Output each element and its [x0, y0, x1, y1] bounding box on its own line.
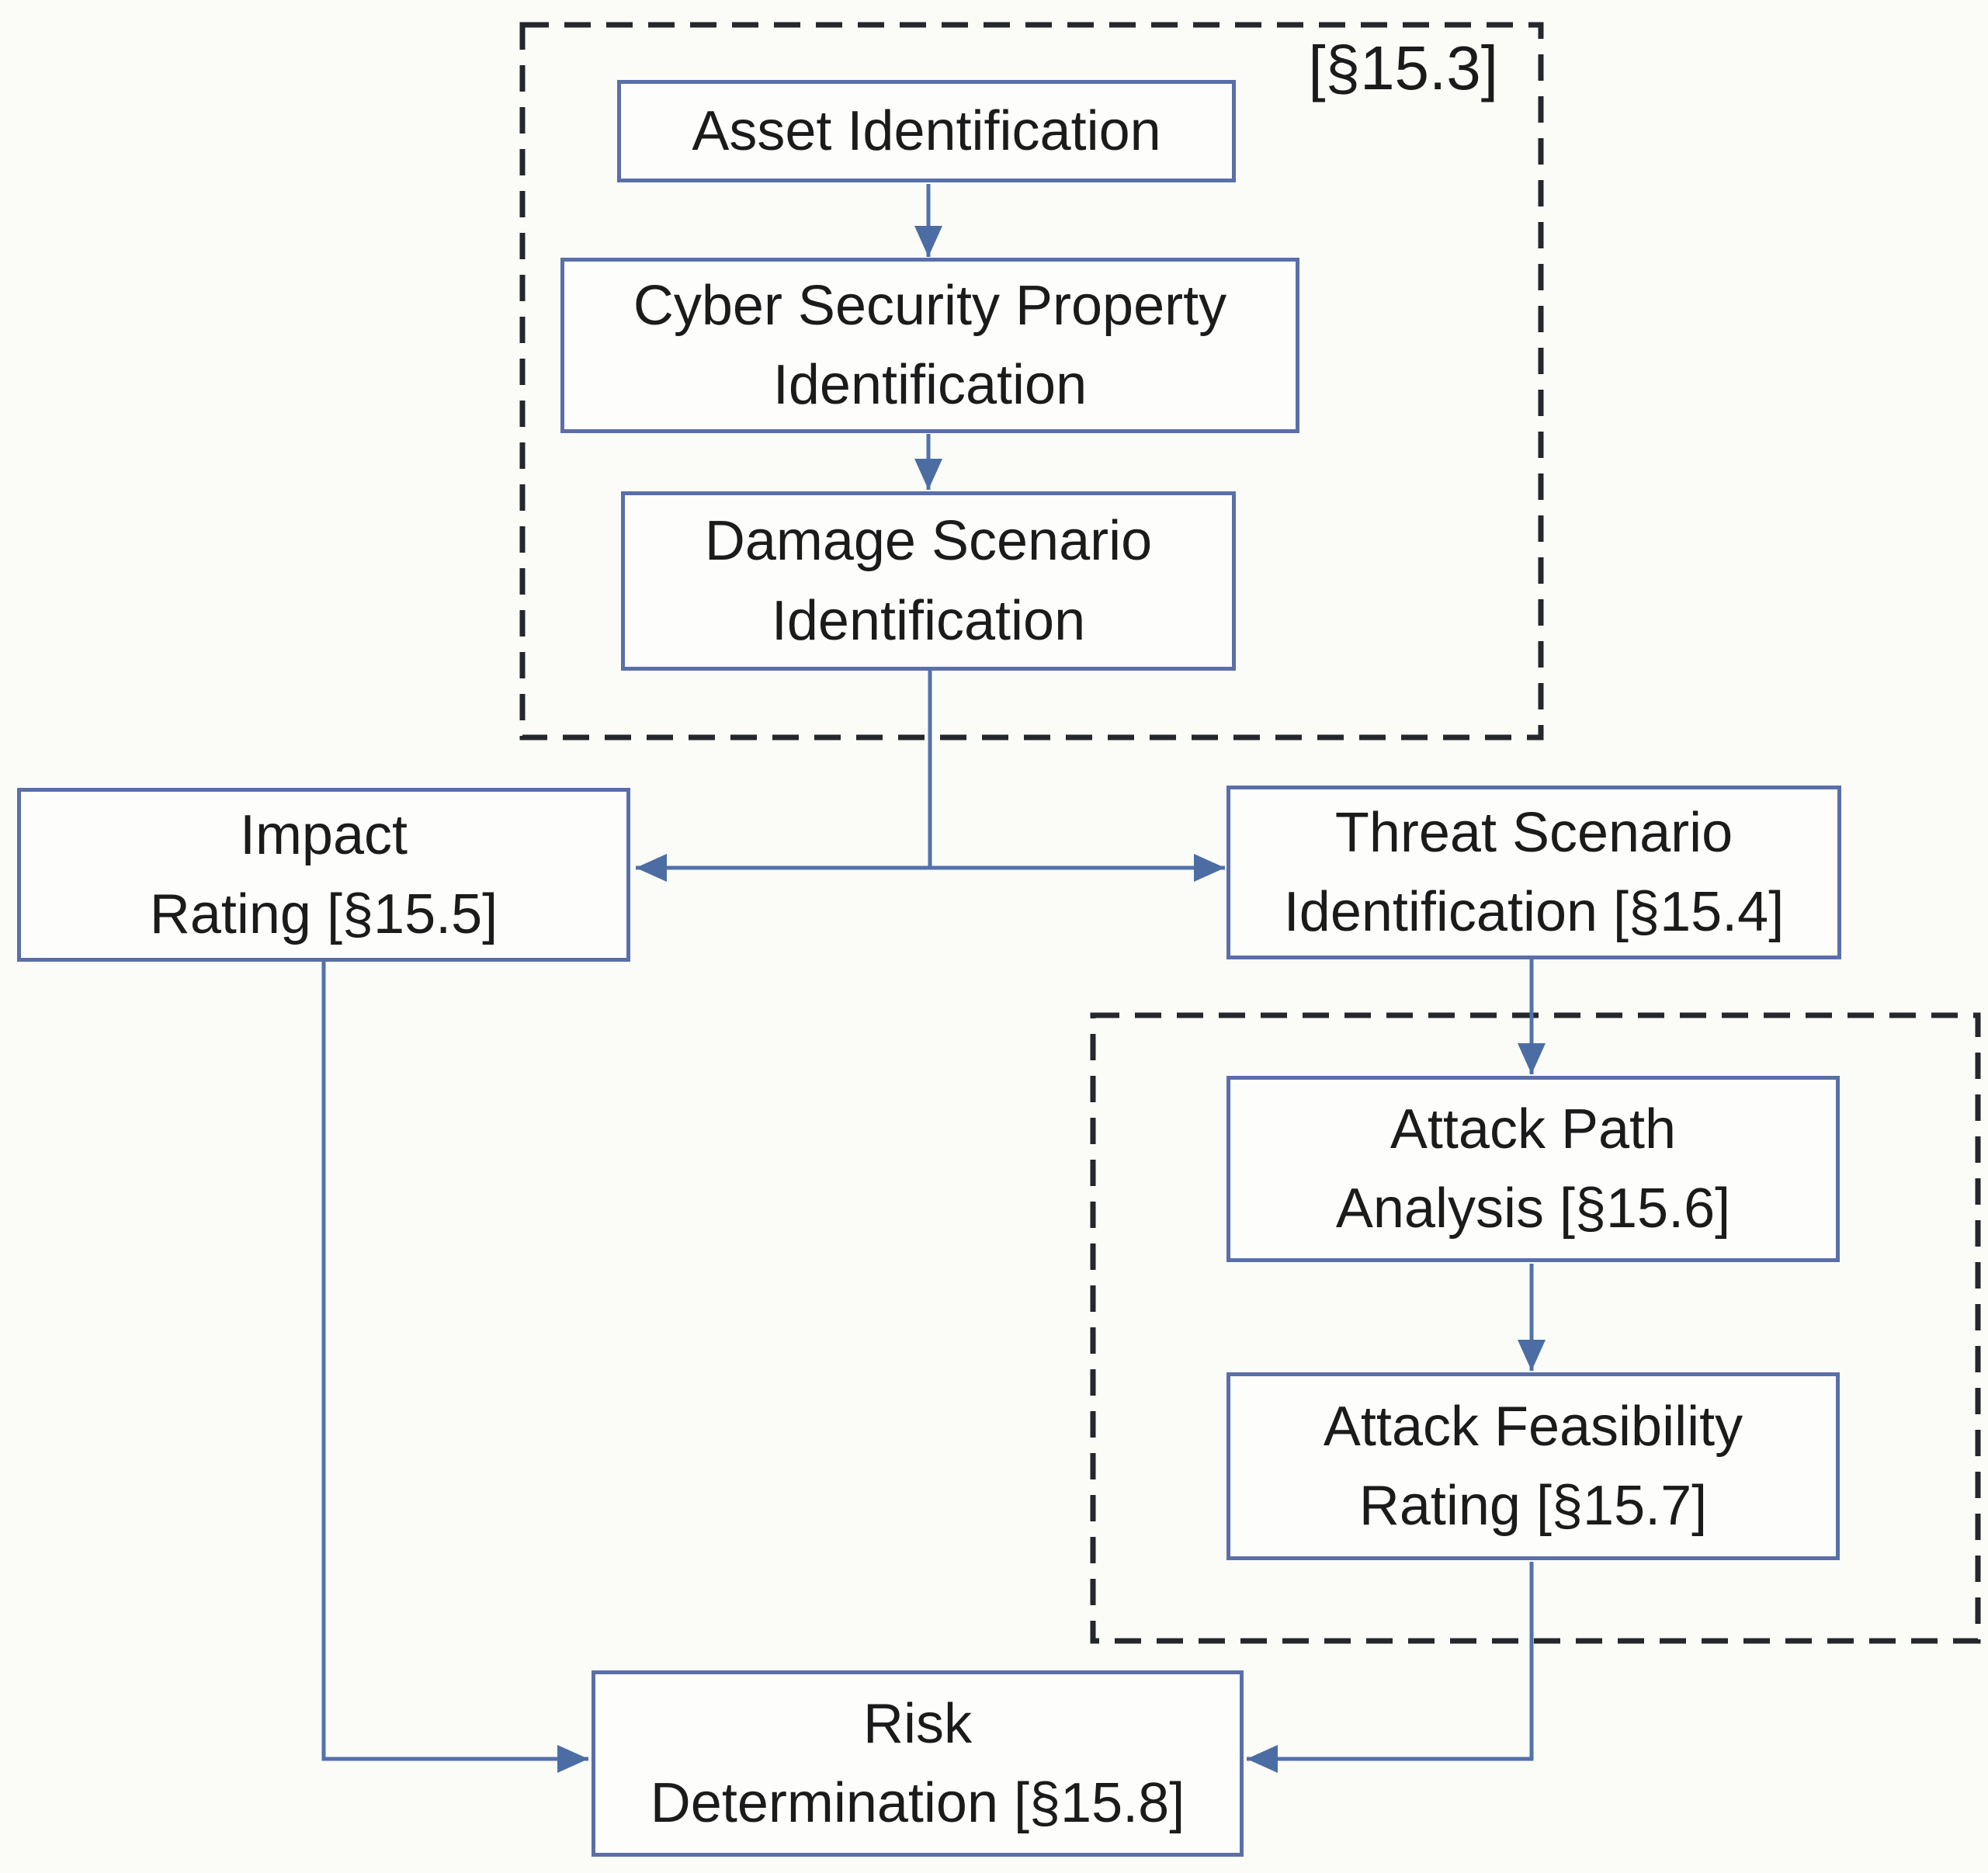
node-label-line2: Rating [§15.5] [149, 883, 498, 945]
node-attack-path-analysis: Attack Path Analysis [§15.6] [1226, 1076, 1840, 1262]
attack-analysis-dashed-group [1090, 1012, 1981, 1644]
node-label-line1: Asset Identification [692, 99, 1161, 162]
node-label-line1: Attack Path [1390, 1098, 1677, 1160]
node-label-line2: Identification [§15.4] [1283, 881, 1785, 943]
node-label-line2: Determination [§15.8] [650, 1772, 1185, 1834]
node-label-line1: Threat Scenario [1334, 801, 1733, 864]
node-label-line2: Identification [772, 354, 1088, 416]
node-asset-identification: Asset Identification [617, 80, 1236, 182]
node-label-line1: Attack Feasibility [1323, 1395, 1743, 1458]
node-threat-scenario-identification: Threat Scenario Identification [§15.4] [1226, 786, 1841, 959]
item-definition-dashed-group [519, 22, 1544, 741]
node-label-line1: Cyber Security Property [633, 274, 1227, 337]
connector-feasibility-to-risk-arrow [1247, 1562, 1534, 1773]
node-risk-determination: Risk Determination [§15.8] [592, 1670, 1244, 1857]
node-label-line2: Rating [§15.7] [1358, 1475, 1708, 1537]
node-label-line1: Impact [239, 803, 408, 866]
connector-impact-to-risk-arrow [321, 962, 588, 1773]
node-label-line2: Identification [771, 589, 1086, 652]
node-cyber-security-property-identification: Cyber Security Property Identification [560, 258, 1299, 433]
node-label-line1: Risk [863, 1692, 972, 1755]
section-ref-label: [§15.3] [1308, 33, 1498, 102]
node-attack-feasibility-rating: Attack Feasibility Rating [§15.7] [1226, 1372, 1840, 1560]
node-label-line1: Damage Scenario [704, 510, 1153, 573]
node-damage-scenario-identification: Damage Scenario Identification [621, 491, 1236, 671]
node-label-line2: Analysis [§15.6] [1335, 1178, 1731, 1240]
node-impact-rating: Impact Rating [§15.5] [17, 788, 630, 962]
